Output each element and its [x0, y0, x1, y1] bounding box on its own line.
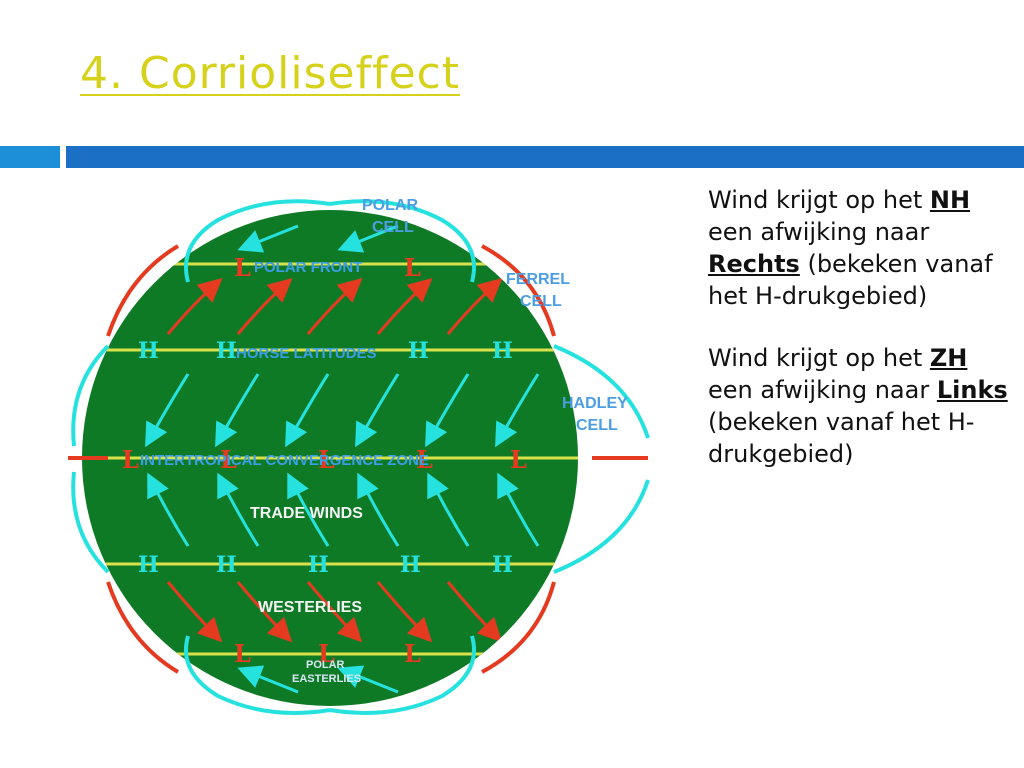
- low-pressure-label: L: [234, 253, 251, 282]
- slide-title[interactable]: 4. Corrioliseffect: [80, 48, 461, 99]
- trade-winds-arrows-south: [147, 472, 540, 547]
- atmospheric-circulation-diagram: L L L L L L L L L L H H H H H H H H H PO…: [68, 186, 668, 716]
- header-bar: [66, 146, 1024, 168]
- westerlies-arrows-north: [166, 278, 503, 335]
- polar-easterlies-label: POLAR: [306, 659, 345, 671]
- hadley-cell-label: HADLEY: [562, 395, 628, 412]
- polar-easterlies-arrows: [237, 224, 399, 694]
- trade-winds-arrows-north: [145, 373, 540, 448]
- hemisphere-nh: NH: [929, 186, 971, 214]
- ferrel-cell-loops: [68, 244, 648, 674]
- low-pressure-label: L: [234, 639, 251, 668]
- high-pressure-label: H: [308, 552, 329, 578]
- high-pressure-label: H: [492, 338, 513, 364]
- low-pressure-label: L: [404, 639, 421, 668]
- itcz-label: INTERTROPICAL CONVERGENCE ZONE: [140, 452, 429, 469]
- polar-cell-loops: [184, 199, 476, 715]
- pressure-labels: L L L L L L L L L L H H H H H H H H H: [122, 253, 527, 668]
- trade-winds-label: TRADE WINDS: [250, 505, 363, 522]
- paragraph-zh: Wind krijgt op het ZH een afwijking naar…: [708, 344, 1008, 468]
- high-pressure-label: H: [408, 338, 429, 364]
- ferrel-cell-label: FERREL: [506, 271, 570, 288]
- text-column: Wind krijgt op het NH een afwijking naar…: [708, 184, 1008, 500]
- low-pressure-label: L: [318, 445, 335, 474]
- paragraph-nh: Wind krijgt op het NH een afwijking naar…: [708, 186, 993, 310]
- westerlies-label: WESTERLIES: [258, 599, 362, 616]
- horse-latitudes-label: HORSE LATITUDES: [236, 345, 377, 362]
- polar-cell-label: POLAR: [362, 197, 418, 214]
- low-pressure-label: L: [220, 445, 237, 474]
- hadley-cell-loops: [71, 344, 650, 574]
- direction-right: Rechts: [708, 250, 800, 278]
- high-pressure-label: H: [138, 338, 159, 364]
- low-pressure-label: L: [318, 639, 335, 668]
- hemisphere-zh: ZH: [929, 344, 968, 372]
- low-pressure-label: L: [416, 445, 433, 474]
- polar-cell-label: CELL: [372, 219, 414, 236]
- high-pressure-label: H: [138, 552, 159, 578]
- direction-left: Links: [936, 376, 1008, 404]
- high-pressure-label: H: [216, 552, 237, 578]
- ferrel-cell-label: CELL: [520, 293, 562, 310]
- high-pressure-label: H: [216, 338, 237, 364]
- header-accent-bar: [0, 146, 60, 168]
- low-pressure-label: L: [122, 445, 139, 474]
- high-pressure-label: H: [400, 552, 421, 578]
- low-pressure-label: L: [510, 445, 527, 474]
- polar-easterlies-label: EASTERLIES: [292, 673, 361, 685]
- hadley-cell-label: CELL: [576, 417, 618, 434]
- high-pressure-label: H: [492, 552, 513, 578]
- low-pressure-label: L: [404, 253, 421, 282]
- westerlies-arrows-south: [166, 581, 503, 643]
- polar-front-label: POLAR FRONT: [254, 259, 362, 276]
